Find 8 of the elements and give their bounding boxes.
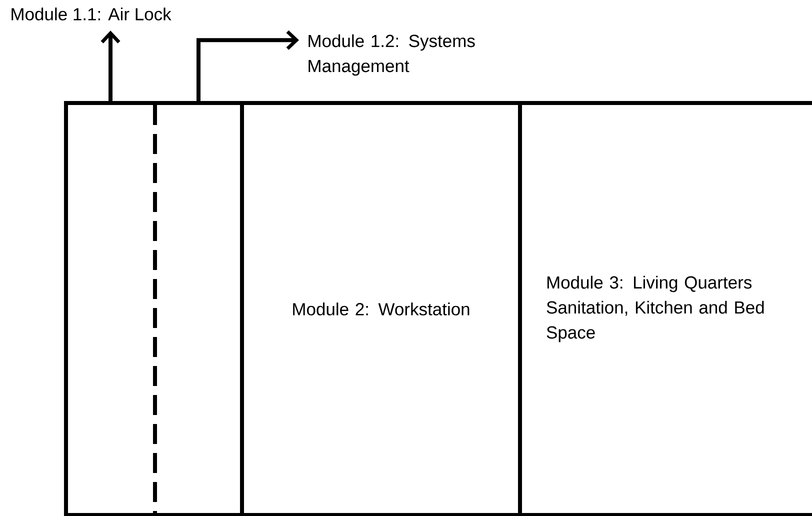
module-section: Module 3: Living Quarters Sanitation, Kitchen and Bed Space: [520, 101, 812, 516]
module-section: [64, 101, 157, 516]
module-section: Module 2: Workstation: [242, 101, 522, 516]
module-label: Module 1.1: Air Lock: [12, 8, 172, 20]
arrow: [100, 30, 120, 103]
module-section: [155, 101, 244, 516]
module-label: Module 1.2: Systems Management: [308, 34, 475, 76]
arrow: [196, 30, 299, 103]
